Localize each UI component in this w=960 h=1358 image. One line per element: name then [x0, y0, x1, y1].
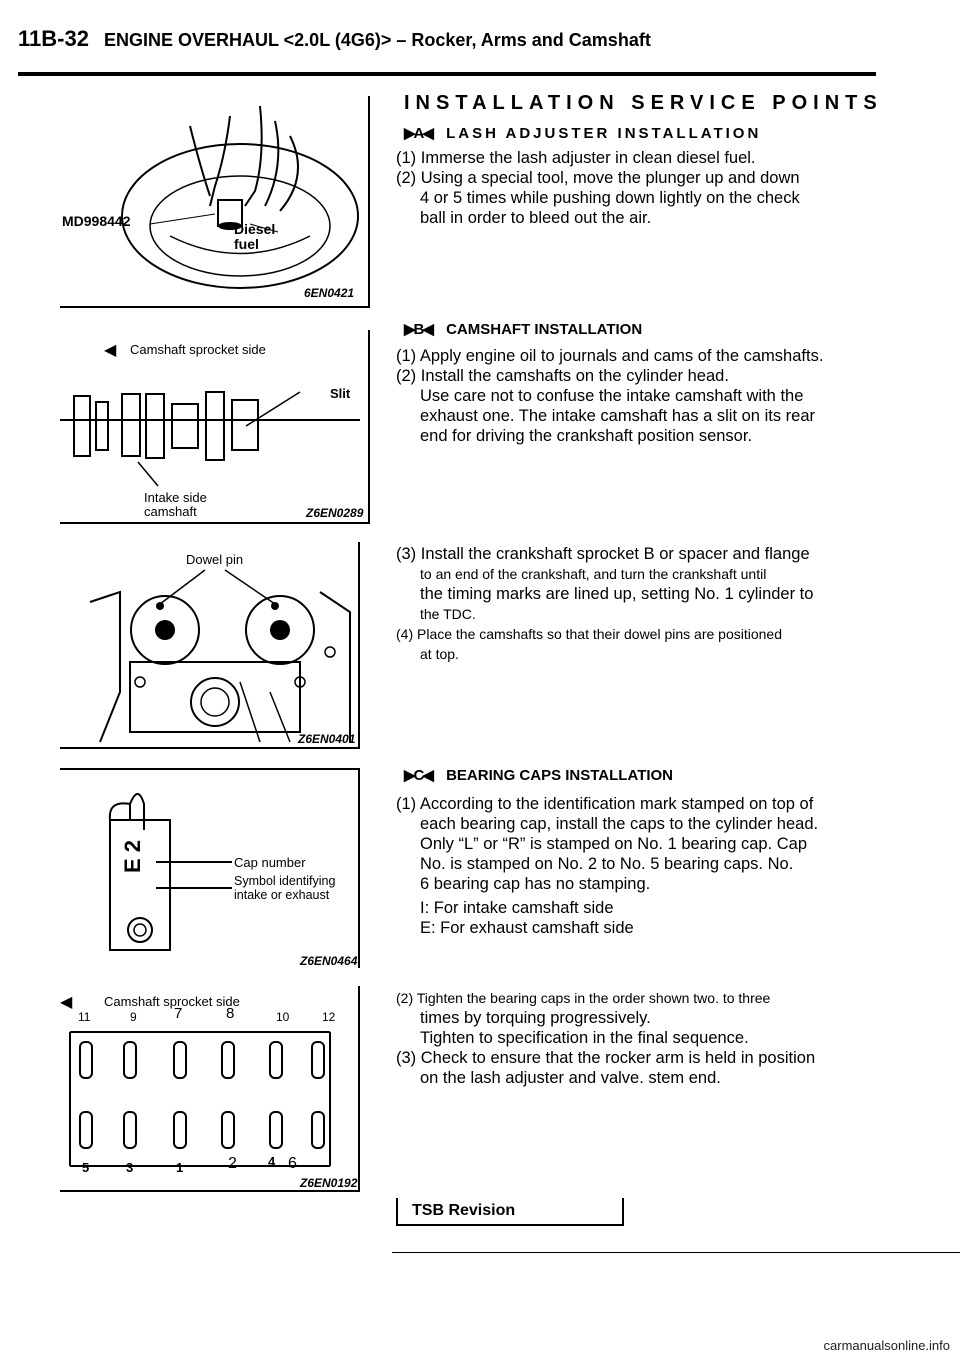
step-text: (1) Immerse the lash adjuster in clean d… [396, 149, 756, 167]
order-number: 1 [176, 1160, 184, 1175]
order-number: 4 [268, 1154, 276, 1169]
subsection-b-body-2: (3) Install the crankshaft sprocket B or… [396, 544, 874, 664]
page-header: 11B-32 ENGINE OVERHAUL <2.0L (4G6)> – Ro… [18, 26, 651, 52]
step-text: (4) Place the camshafts so that their do… [396, 626, 782, 642]
camshaft-label: camshaft [144, 504, 197, 519]
step-text: Use care not to confuse the intake camsh… [420, 387, 804, 405]
subsection-c-body-2: (2) Tighten the bearing caps in the orde… [396, 988, 874, 1088]
figure-camshaft: ◀ Camshaft sprocket side Slit Intake sid… [60, 330, 370, 524]
header-rule [18, 72, 876, 76]
order-number: 7 [174, 1005, 183, 1022]
step-text: No. is stamped on No. 2 to No. 5 bearing… [420, 855, 794, 873]
step-text: (2) Tighten the bearing caps in the orde… [396, 990, 771, 1006]
order-number: 9 [130, 1010, 137, 1024]
subsection-c-title: BEARING CAPS INSTALLATION [446, 767, 674, 784]
step-text: Only “L” or “R” is stamped on No. 1 bear… [420, 835, 808, 853]
arrow-left-icon: ◀ [60, 994, 73, 1011]
subsection-c-body: (1) According to the identification mark… [396, 794, 874, 938]
intake-side-label: Intake side [144, 490, 207, 505]
tsb-revision-box: TSB Revision [396, 1198, 624, 1226]
sprocket-side-label: Camshaft sprocket side [104, 994, 240, 1009]
order-number: 6 [288, 1155, 297, 1172]
cylinder-head-illustration [89, 569, 351, 743]
step-text: on the lash adjuster and valve. stem end… [420, 1069, 721, 1087]
section-title: INSTALLATION SERVICE POINTS [404, 92, 883, 114]
order-number: 12 [322, 1010, 336, 1024]
order-number: 3 [126, 1160, 134, 1175]
step-text: to an end of the crankshaft, and turn th… [420, 566, 767, 582]
figure-bearing-cap: E 2 Cap number Symbol identifying intake… [60, 768, 360, 968]
bearing-caps-layout [69, 1031, 331, 1167]
slit-label: Slit [330, 386, 351, 401]
subsection-b-body: (1) Apply engine oil to journals and cam… [396, 346, 874, 446]
figure-code: 6EN0421 [304, 286, 355, 300]
figure-code: Z6EN0192 [300, 1176, 358, 1190]
order-number: 2 [228, 1155, 237, 1172]
symbol-label-line2: intake or exhaust [234, 888, 330, 902]
step-text: times by torquing progressively. [420, 1009, 651, 1027]
symbol-label-line1: Symbol identifying [234, 874, 336, 888]
order-number: 11 [78, 1010, 91, 1024]
step-text: (2) Install the camshafts on the cylinde… [396, 367, 729, 385]
page-number: 11B-32 [18, 26, 89, 51]
step-text: I: For intake camshaft side [420, 899, 614, 917]
step-text: E: For exhaust camshaft side [420, 919, 634, 937]
step-text: (3) Check to ensure that the rocker arm … [396, 1049, 816, 1067]
order-number: 8 [226, 1005, 235, 1022]
dowel-pin-label: Dowel pin [186, 552, 244, 567]
cap-stamp-label: E 2 [120, 840, 145, 874]
step-text: ball in order to bleed out the air. [420, 209, 652, 227]
step-text: (1) Apply engine oil to journals and cam… [396, 347, 824, 365]
step-text: exhaust one. The intake camshaft has a s… [420, 407, 815, 425]
subsection-b-title: CAMSHAFT INSTALLATION [446, 321, 643, 338]
tool-label: MD998442 [62, 213, 131, 229]
subsection-a-body: (1) Immerse the lash adjuster in clean d… [396, 148, 874, 228]
subsection-a-title: LASH ADJUSTER INSTALLATION [446, 125, 762, 142]
subsection-c-heading: ▶C◀ BEARING CAPS INSTALLATION [404, 766, 673, 784]
figure-lash-adjuster: MD998442 Diesel fuel 6EN0421 [60, 96, 370, 308]
marker-c: ▶C◀ [404, 767, 434, 784]
step-text: (3) Install the crankshaft sprocket B or… [396, 545, 810, 563]
diesel-fuel-label: Diesel fuel [234, 221, 276, 252]
figure-tightening-order: ◀ Camshaft sprocket side 11 9 7 8 10 12 … [60, 986, 360, 1192]
marker-a: ▶A◀ [404, 125, 434, 142]
step-text: Tighten to specification in the final se… [420, 1029, 749, 1047]
arrow-left-icon: ◀ [104, 342, 117, 359]
figure-code: Z6EN0401 [298, 732, 356, 746]
subsection-a-heading: ▶A◀ LASH ADJUSTER INSTALLATION [404, 124, 761, 142]
figure-dowel-pins: Dowel pin Z6EN0401 [60, 542, 360, 749]
lash-adjuster-illustration [121, 105, 359, 289]
sprocket-side-label: Camshaft sprocket side [130, 342, 266, 357]
footer-rule [392, 1252, 960, 1253]
subsection-b-heading: ▶B◀ CAMSHAFT INSTALLATION [404, 320, 642, 338]
figure-code: Z6EN0289 [306, 506, 364, 520]
step-text: each bearing cap, install the caps to th… [420, 815, 819, 833]
bearing-cap-illustration [108, 793, 232, 951]
step-text: at top. [420, 646, 459, 662]
step-text: 6 bearing cap has no stamping. [420, 875, 651, 893]
watermark: carmanualsonline.info [823, 1338, 950, 1353]
cap-number-label: Cap number [234, 855, 306, 870]
step-text: end for driving the crankshaft position … [420, 427, 753, 445]
figure-code: Z6EN0464 [300, 954, 358, 968]
step-text: (1) According to the identification mark… [396, 795, 814, 813]
step-text: the TDC. [420, 606, 476, 622]
order-number: 10 [276, 1010, 290, 1024]
step-text: (2) Using a special tool, move the plung… [396, 169, 800, 187]
step-text: 4 or 5 times while pushing down lightly … [420, 189, 800, 207]
camshaft-illustration [60, 391, 360, 487]
order-number: 5 [82, 1160, 90, 1175]
marker-b: ▶B◀ [404, 321, 434, 338]
step-text: the timing marks are lined up, setting N… [420, 585, 814, 603]
page-title: ENGINE OVERHAUL <2.0L (4G6)> – Rocker, A… [103, 30, 651, 50]
